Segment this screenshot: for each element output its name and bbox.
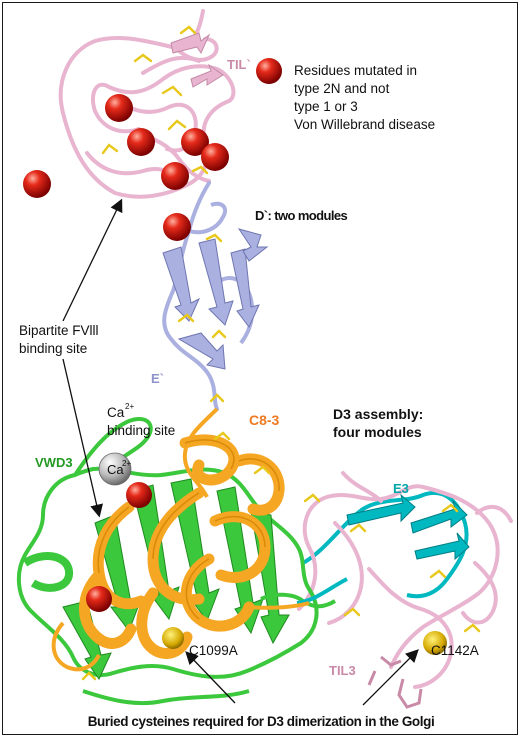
mutation-sphere [163,213,191,241]
calcium-ion [98,452,132,486]
arrow-bipartite-til [62,198,123,322]
til3-sticks [367,655,423,709]
figure-caption: Buried cysteines required for D3 dimeriz… [88,714,435,729]
e3-module [302,491,470,599]
c8-3-module [51,407,310,672]
c1142a-surface [423,631,447,655]
ca-binding-label-line-1: Ca [107,405,125,420]
mutation-sphere [126,482,152,508]
arrow-bipartite-vwd3 [62,358,103,518]
vwd3-label: VWD3 [35,455,73,470]
e3-label: E3 [393,481,409,496]
legend-red-sphere [256,58,282,84]
calcium-ion-label: Ca [107,462,124,477]
c1099a-label: C1099A [189,643,238,658]
calcium-ion-superscript: 2+ [122,459,131,468]
c1099a-surface [162,627,184,649]
annotation-arrows [62,198,419,706]
arrow-c1142a [362,649,419,706]
ca-binding-label-line-2: binding site [107,423,175,438]
ca-binding-superscript: 2+ [125,402,134,411]
mutation-sphere [86,586,112,612]
mutation-sphere [181,128,209,156]
til-prime-strands [170,32,224,88]
d3-assembly-label-line-1: D3 assembly: [333,406,423,422]
d-prime-module [162,181,269,411]
mutation-sphere [161,162,189,190]
arrow-c1099a [185,651,236,704]
mutated-residues [23,58,282,612]
legend-line-1: Residues mutated in [294,63,417,78]
til-prime-label: TIL` [227,57,251,72]
til3-label: TIL3 [329,663,356,678]
structure-diagram: Ca 2+ Residues mutated in type 2N and no… [16,9,513,729]
mutation-sphere [23,170,51,198]
mutation-sphere [105,94,133,122]
mutation-sphere [127,128,155,156]
e-prime-label: E` [151,371,164,386]
legend-line-3: type 1 or 3 [294,99,358,114]
bipartite-label-line-1: Bipartite FVlll [19,323,99,338]
d-prime-label: D`: two modules [255,208,347,223]
bipartite-label-line-2: binding site [19,341,87,356]
disulfide-bonds [81,25,481,681]
c1142a-label: C1142A [431,643,479,658]
d3-assembly-label-line-2: four modules [333,424,422,440]
legend-line-2: type 2N and not [294,81,390,96]
til3-module [297,471,513,689]
mutation-sphere [201,143,229,171]
c8-3-label: C8-3 [249,412,280,428]
legend-line-4: Von Willebrand disease [294,117,435,132]
